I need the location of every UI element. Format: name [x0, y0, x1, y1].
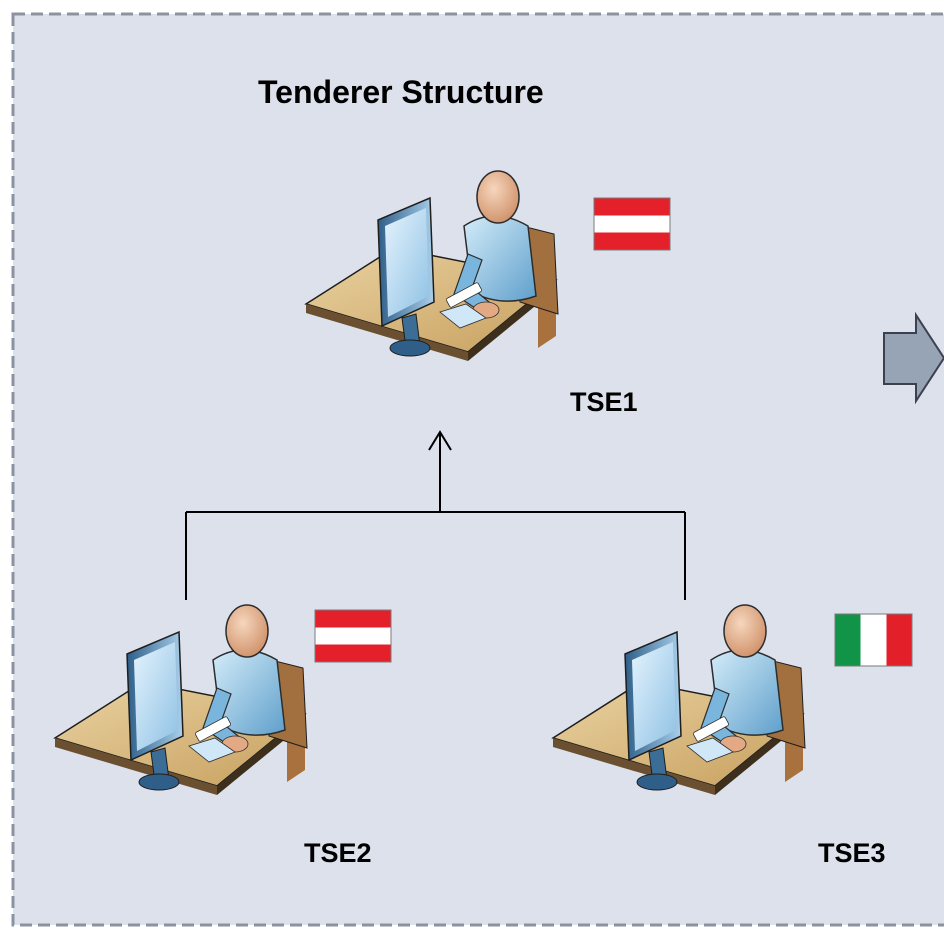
- arrowhead-up-icon: [428, 430, 452, 451]
- tse2-label: TSE2: [304, 838, 372, 868]
- italy-flag-icon: [834, 613, 913, 667]
- diagram-title: Tenderer Structure: [258, 74, 544, 110]
- connector-lines: [185, 434, 686, 600]
- tse1-label: TSE1: [570, 387, 638, 417]
- right-block-arrow-icon: [883, 311, 944, 405]
- austria-flag-icon: [593, 197, 671, 251]
- austria-flag-icon: [314, 609, 392, 663]
- tse3-label: TSE3: [818, 838, 886, 868]
